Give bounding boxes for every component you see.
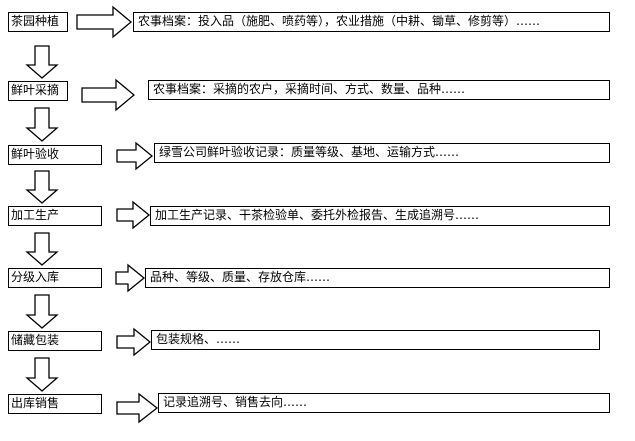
detail-text: 品种、等级、质量、存放仓库…… <box>150 270 331 284</box>
down-arrow-icon-2 <box>25 107 59 142</box>
right-arrow-icon-1 <box>76 5 133 39</box>
stage-box-processing: 加工生产 <box>8 206 102 226</box>
right-arrow-icon-5 <box>115 263 146 293</box>
stage-box-acceptance: 鲜叶验收 <box>8 145 102 165</box>
stage-box-picking: 鲜叶采摘 <box>8 81 68 101</box>
stage-label: 出库销售 <box>11 396 60 410</box>
stage-label: 鲜叶验收 <box>11 147 60 161</box>
stage-label: 加工生产 <box>11 208 60 222</box>
stage-label: 储藏包装 <box>11 333 60 347</box>
detail-box-picking: 农事档案：采摘的农户，采摘时间、方式、数量、品种…… <box>148 80 610 100</box>
detail-text: 加工生产记录、干茶检验单、委托外检报告、生成追溯号…… <box>155 208 480 222</box>
stage-box-warehousing: 分级入库 <box>8 268 102 288</box>
stage-box-sales: 出库销售 <box>8 394 102 414</box>
stage-label: 鲜叶采摘 <box>11 83 60 97</box>
right-arrow-icon-2 <box>81 78 136 112</box>
right-arrow-icon-3 <box>116 141 154 171</box>
stage-label: 分级入库 <box>11 270 60 284</box>
right-arrow-icon-6 <box>116 327 152 357</box>
detail-box-planting: 农事档案：投入品（施肥、喷药等），农业措施（中耕、锄草、修剪等）…… <box>133 12 610 32</box>
stage-box-storage-packaging: 储藏包装 <box>8 331 102 351</box>
detail-box-storage-packaging: 包装规格、…… <box>151 330 600 350</box>
right-arrow-icon-7 <box>116 392 159 424</box>
detail-box-warehousing: 品种、等级、质量、存放仓库…… <box>145 268 610 288</box>
down-arrow-icon-1 <box>25 45 59 79</box>
detail-box-sales: 记录追溯号、销售去向…… <box>158 393 610 413</box>
down-arrow-icon-5 <box>25 294 59 329</box>
detail-text: 绿雪公司鲜叶验收记录：质量等级、基地、运输方式…… <box>159 145 460 159</box>
detail-text: 农事档案：采摘的农户，采摘时间、方式、数量、品种…… <box>153 82 466 96</box>
detail-box-processing: 加工生产记录、干茶检验单、委托外检报告、生成追溯号…… <box>150 206 610 226</box>
down-arrow-icon-6 <box>25 357 59 392</box>
stage-box-planting: 茶园种植 <box>8 12 68 32</box>
detail-text: 农事档案：投入品（施肥、喷药等），农业措施（中耕、锄草、修剪等）…… <box>138 14 541 28</box>
down-arrow-icon-3 <box>25 170 59 204</box>
down-arrow-icon-4 <box>25 232 59 266</box>
right-arrow-icon-4 <box>116 200 151 230</box>
detail-text: 记录追溯号、销售去向…… <box>163 395 308 409</box>
detail-box-acceptance: 绿雪公司鲜叶验收记录：质量等级、基地、运输方式…… <box>154 143 610 163</box>
detail-text: 包装规格、…… <box>156 332 241 346</box>
stage-label: 茶园种植 <box>11 14 60 28</box>
